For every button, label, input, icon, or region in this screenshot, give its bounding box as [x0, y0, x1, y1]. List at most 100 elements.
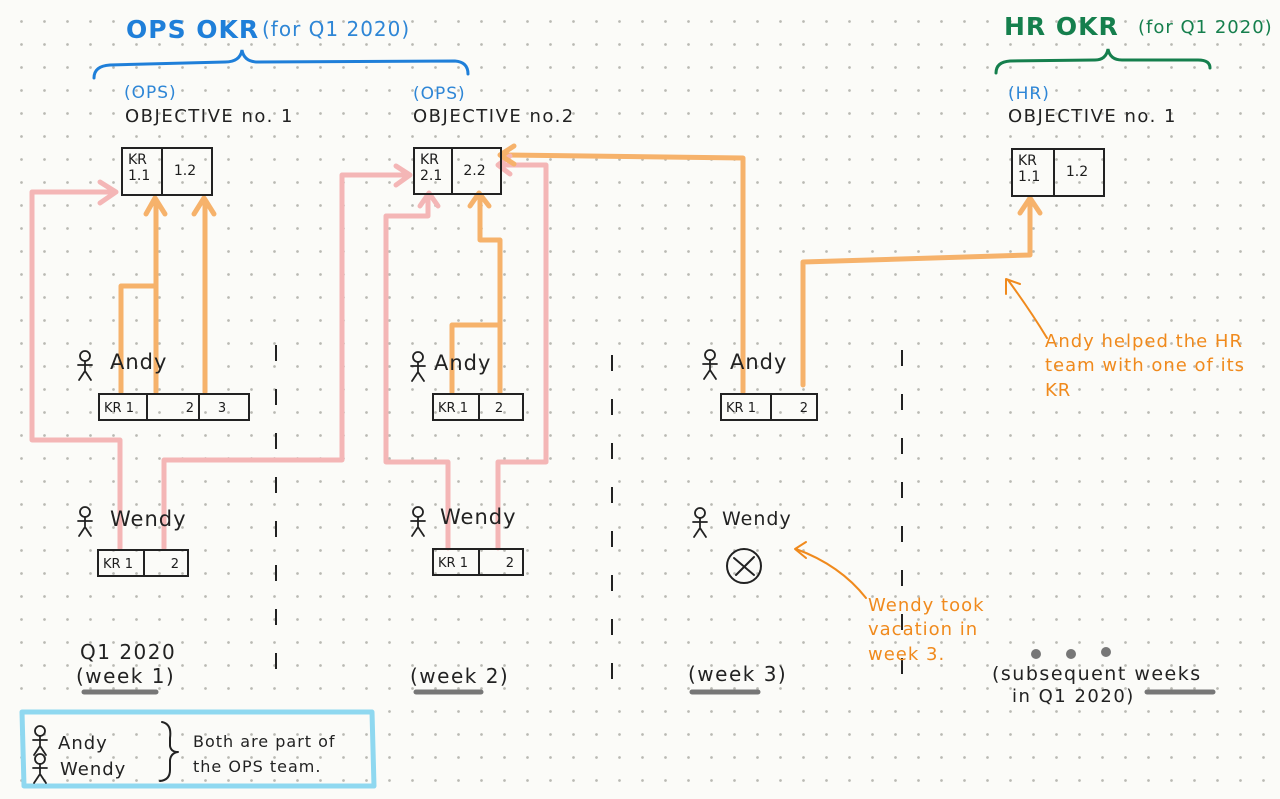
kr-label: KR [104, 401, 122, 416]
legend-wendy: Wendy [60, 759, 127, 780]
subsequent-dots [1031, 647, 1111, 659]
ops-okr-brace [92, 49, 470, 80]
vacation-icon [726, 548, 762, 584]
wendy-vacation-note: Wendy took vacation in week 3. [868, 595, 985, 665]
arrowhead-hr-kr-1-1 [1017, 195, 1043, 216]
objective-2-title: OBJECTIVE no.2 [413, 106, 575, 127]
week2-andy-name: Andy [434, 351, 492, 375]
week3-wendy-name: Wendy [722, 508, 792, 530]
week1-quarter-label: Q1 2020 [80, 640, 177, 664]
week2-wendy-kr-row: KR 1 2 [432, 548, 524, 576]
legend-text-line1: Both are part of [193, 732, 336, 751]
week1-wendy-kr-1: KR 1 [99, 551, 145, 575]
kr-number: 1 [459, 401, 468, 416]
andy-week3-kr2-line [800, 202, 1033, 388]
subsequent-weeks-label: (subsequent weeks [992, 663, 1202, 685]
week1-andy-kr-3: 3 [217, 401, 227, 416]
person-icon [32, 753, 48, 784]
objective-hr-title: OBJECTIVE no. 1 [1008, 106, 1177, 127]
kr-label: KR [103, 557, 121, 572]
andy-week1-kr1-line [118, 283, 157, 395]
objective-hr-kr-b: 1.2 [1065, 164, 1089, 181]
ops-okr-period: (for Q1 2020) [262, 17, 411, 41]
week1-andy-kr-1: KR 1 [100, 395, 148, 419]
objective-2-kr-a: KR 2.1 [415, 149, 453, 193]
person-icons [32, 349, 718, 784]
andy-note-pointer-head [1005, 278, 1021, 295]
arrowhead-kr-1-1-orange [143, 195, 168, 217]
kr-number: 1 [125, 401, 134, 416]
person-icon [77, 506, 93, 537]
week2-andy-kr-2: 2 [494, 401, 504, 416]
kr-label: KR [1018, 153, 1037, 169]
week1-wendy-kr-row: KR 1 2 [97, 549, 189, 577]
objective-2-kr-box: KR 2.1 2.2 [413, 147, 502, 195]
kr-number: 1 [747, 401, 756, 416]
andy-helped-note: Andy helped the HR team with one of its … [1045, 331, 1246, 401]
wendy-week1-kr1-line [29, 189, 123, 551]
week1-andy-kr-2: 2 [148, 395, 200, 419]
kr-label: KR [726, 401, 744, 416]
andy-week2-kr1-line [449, 297, 503, 395]
hr-okr-period: (for Q1 2020) [1138, 17, 1273, 38]
arrowhead-kr-1-1-pink [97, 179, 119, 206]
legend-box [19, 709, 377, 789]
person-icon [77, 350, 93, 381]
vacation-icon-cross [733, 556, 755, 576]
kr-label: KR [420, 152, 439, 168]
subsequent-weeks-period: in Q1 2020) [1012, 686, 1135, 707]
arrowhead-kr-1-2-orange [191, 195, 217, 217]
kr-number: 1 [124, 557, 133, 572]
kr-label: KR [438, 556, 456, 571]
week1-wendy-name: Wendy [110, 507, 187, 531]
andy-week2-kr2-line [477, 195, 503, 395]
week1-andy-kr-row: KR 1 2 3 [98, 393, 250, 421]
week2-andy-kr-1: KR 1 [434, 395, 480, 419]
objective-1-title: OBJECTIVE no. 1 [125, 106, 294, 127]
hr-okr-title: HR OKR [1004, 12, 1119, 41]
objective-1-kr-box: KR 1.1 1.2 [121, 147, 213, 196]
kr-number: 2.1 [420, 168, 443, 185]
kr-label: KR [128, 152, 147, 168]
person-icon [410, 506, 426, 537]
wendy-note-pointer [795, 548, 867, 599]
kr-label: KR [438, 401, 456, 416]
objective-2-kr-b: 2.2 [463, 162, 486, 179]
legend-text-line2: the OPS team. [193, 757, 322, 776]
week3-andy-name: Andy [730, 350, 788, 374]
person-icon [410, 351, 426, 382]
week3-andy-kr-2: 2 [799, 401, 808, 416]
week3-label: (week 3) [688, 662, 788, 686]
week2-wendy-kr-1: KR 1 [434, 550, 480, 574]
wendy-week2-kr2-line [495, 162, 549, 551]
objective-1-team-tag: (OPS) [124, 83, 177, 103]
week2-wendy-kr-2: 2 [505, 556, 514, 571]
legend-andy: Andy [58, 733, 108, 754]
andy-note-pointer [1007, 279, 1048, 339]
kr-number: 1 [459, 556, 468, 571]
week1-andy-name: Andy [110, 350, 168, 374]
week2-andy-kr-row: KR 1 2 [432, 393, 524, 421]
week3-andy-kr-1: KR 1 [722, 395, 772, 419]
week3-andy-kr-row: KR 1 2 [720, 393, 818, 421]
andy-week3-kr1-line [503, 152, 746, 395]
week1-label: (week 1) [76, 664, 176, 688]
wendy-week1-kr2-line [161, 172, 408, 551]
wendy-week2-kr1-line [383, 195, 451, 551]
wendy-note-pointer-head [794, 541, 807, 559]
objective-1-kr-b: 1.2 [173, 163, 197, 180]
objective-2-team-tag: (OPS) [413, 84, 466, 104]
person-icon [32, 725, 48, 756]
objective-hr-kr-a: KR 1.1 [1013, 150, 1055, 195]
arrowhead-kr-2-1-pink-left [393, 163, 413, 188]
person-icon [692, 507, 708, 538]
legend-brace [159, 721, 179, 782]
week2-wendy-name: Wendy [440, 505, 517, 529]
hr-okr-brace [994, 48, 1212, 75]
objective-hr-team-tag: (HR) [1008, 84, 1050, 104]
ops-okr-title: OPS OKR [126, 15, 260, 44]
person-icon [702, 349, 718, 380]
week2-label: (week 2) [410, 664, 510, 688]
kr-number: 1.1 [1018, 169, 1041, 186]
